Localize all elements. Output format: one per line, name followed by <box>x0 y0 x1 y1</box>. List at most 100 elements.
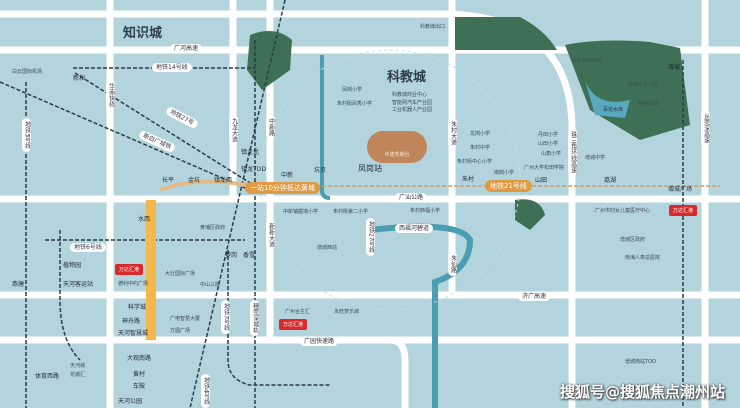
station: 植物园 <box>63 262 82 269</box>
metro-label: 地铁7号线 <box>221 300 230 334</box>
road <box>370 336 409 408</box>
metro-label: 地铁4号线 <box>201 374 210 408</box>
poi: 大壮国际广场 <box>165 271 196 277</box>
parks <box>247 17 690 230</box>
metro-label: 地铁27号线 <box>366 218 375 256</box>
poi: 白水寨风景区 <box>572 58 603 64</box>
project-logo[interactable]: 中建秀樾台 <box>367 131 427 163</box>
poi: 朱村中学 <box>470 145 491 151</box>
poi: 增城中学 <box>585 155 606 161</box>
station: 增城 <box>668 64 681 71</box>
poi: 挂绿公园 <box>638 101 659 107</box>
poi: 朱村街中心小学 <box>457 159 493 165</box>
metro-label: 地铁6号线 <box>70 243 106 253</box>
station: 荔湖 <box>604 177 617 184</box>
station: 萝岗 <box>225 252 238 259</box>
brand-badge[interactable]: 万达汇港 <box>115 264 144 275</box>
station: 镇龙西 <box>214 177 233 184</box>
road-label: 朱村大道 <box>448 118 457 148</box>
poi: 中新镇握墙小学 <box>283 209 319 215</box>
poi: 广州合生汇 <box>285 309 311 315</box>
road-label: 广河高速 <box>170 44 203 54</box>
watermark: 搜狐号@搜狐焦点潮州站 <box>560 383 726 401</box>
station: 神舟路 <box>122 318 141 325</box>
station: 体育西路 <box>35 373 60 380</box>
metro-label: 地铁21号线 <box>485 180 532 192</box>
metro-label: 地铁3号线 <box>22 118 31 152</box>
poi: 朱村街凤秀小学 <box>337 101 373 107</box>
station: 香雪 <box>243 252 256 259</box>
poi: 增城南站TOD <box>625 359 656 365</box>
poi: 山角小学 <box>541 151 562 157</box>
poi: 白云国际机场 <box>12 69 43 75</box>
poi: 广电智慧大厦 <box>170 316 201 322</box>
poi: 凤岗小学 <box>342 87 363 93</box>
station: 天河客运站 <box>63 281 94 288</box>
road-label: 华南快线 <box>106 80 115 110</box>
road-label: 朱仙路 <box>448 252 457 276</box>
station: 天河智慧城 <box>118 330 149 337</box>
poi: 增城西站 <box>317 245 338 251</box>
station: 新和 <box>73 75 86 82</box>
orange-route <box>159 179 251 192</box>
poi: 德利中约广场 <box>118 281 149 287</box>
station: 金坑 <box>188 177 201 184</box>
station: 大观南路 <box>127 355 152 362</box>
station: 水西 <box>138 216 151 223</box>
station: 增城广场 <box>668 186 693 193</box>
road-label: 从莞深高速 <box>701 110 710 146</box>
poi: 花城汇 <box>70 372 86 378</box>
poi: 广州大学松田学院 <box>524 165 565 171</box>
brand-badge[interactable]: 万达汇港 <box>669 205 698 216</box>
poi: 朱村西福小学 <box>410 208 441 214</box>
station: 镇龙北 <box>241 149 260 156</box>
station: 中新 <box>281 172 294 179</box>
brand-badge[interactable]: 万达汇港 <box>279 319 308 330</box>
station: 黄村 <box>133 371 146 378</box>
lake <box>585 80 630 118</box>
promo-pill: 一站10分钟抵达黄埔 <box>245 182 320 194</box>
area-label: 知识城 <box>123 26 163 41</box>
road-label: 中新路 <box>266 115 275 139</box>
poi: 增城区政府 <box>620 237 646 243</box>
road-label: 西福河碧道 <box>395 224 434 234</box>
metro-label: 穗莞深城轨 <box>250 300 259 336</box>
poi: 方圆广场 <box>170 328 191 334</box>
station: 长平 <box>162 177 175 184</box>
poi: 挂绿文化公园 <box>628 82 659 88</box>
station: 科学城 <box>128 304 147 311</box>
road-label: 广园快速路 <box>300 337 339 347</box>
poi: 天河城 <box>70 363 86 369</box>
poi: 科教城商业中心 <box>392 92 428 98</box>
poi: 龙岗小学 <box>470 131 491 137</box>
area-label: 科教城 <box>387 70 427 85</box>
poi: 永旺梦乐城 <box>334 309 360 315</box>
station: 燕塘 <box>12 281 25 288</box>
poi: 南岗小学 <box>494 170 515 176</box>
poi: 南海人寿总医院 <box>625 255 661 261</box>
poi: 广州市妇女儿童医疗中心 <box>595 208 651 214</box>
poi: 工业机器人产业园 <box>392 107 433 113</box>
road-label: 珠三角环线高速 <box>568 128 577 176</box>
road-label: 济广高速 <box>518 292 551 302</box>
station: 朱村 <box>462 176 475 183</box>
station: 天河公园 <box>118 398 143 405</box>
poi: 百花水库 <box>603 107 624 113</box>
road-label: 广汕公路 <box>395 193 428 203</box>
poi: 山田小学 <box>538 141 559 147</box>
station: 车陂 <box>133 383 146 390</box>
metro-label: 地铁14号线 <box>152 63 192 73</box>
express-corridor <box>146 200 156 340</box>
poi: 智能网汽车产业园 <box>392 100 433 106</box>
poi: 中山三院 <box>200 282 221 288</box>
station: 山田 <box>535 177 548 184</box>
road-label: 九龙大道 <box>229 115 238 145</box>
river <box>320 55 331 200</box>
poi: 科教城出口 <box>420 24 446 30</box>
road-label: 新新大道 <box>266 220 275 250</box>
poi: 黄埔区政府 <box>200 225 226 231</box>
project-station: 凤岗站 <box>358 164 382 173</box>
station: 镇龙TOD <box>241 166 267 173</box>
poi: 朱村街第二小学 <box>333 209 369 215</box>
